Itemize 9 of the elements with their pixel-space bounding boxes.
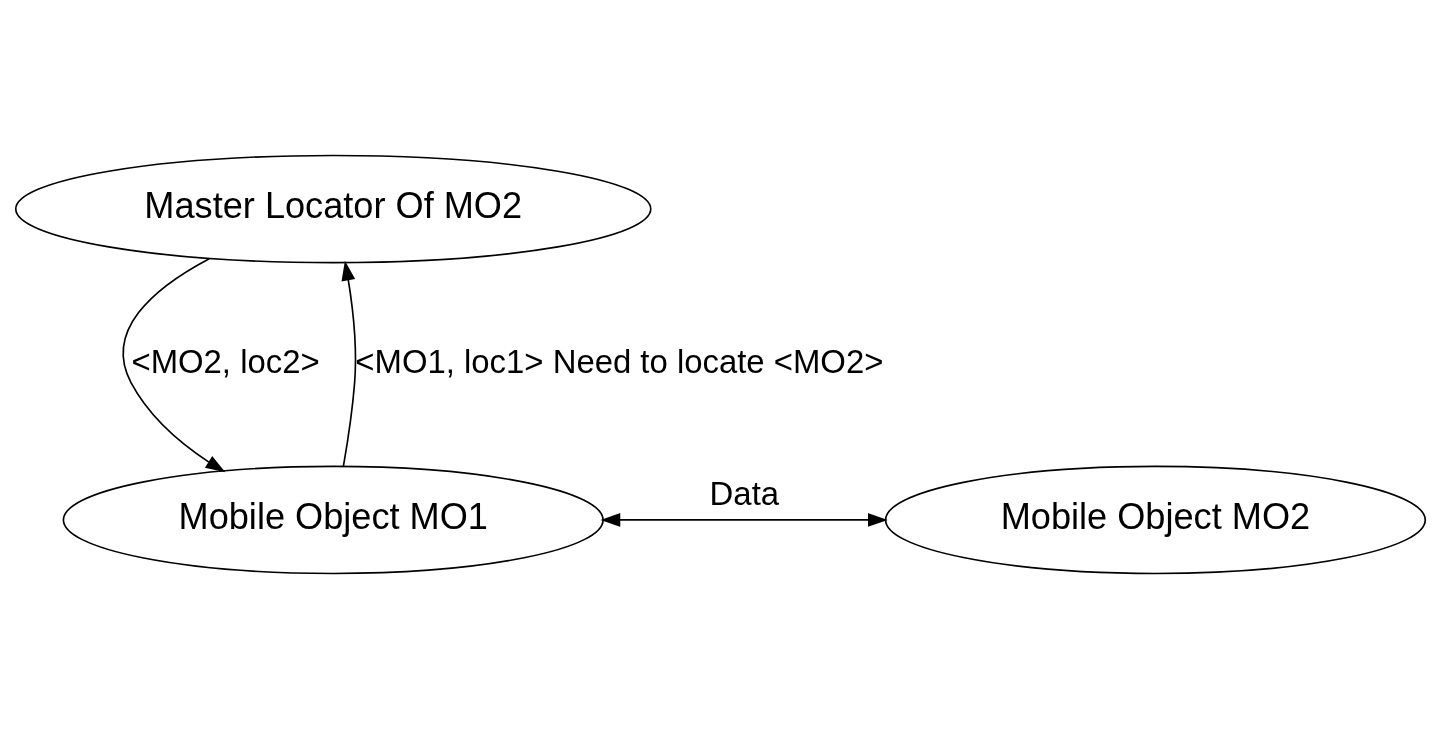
arrow [122, 257, 226, 473]
node-ellipse: Master Locator Of MO2 [14, 154, 652, 264]
node-ellipse: Mobile Object MO2 [884, 465, 1427, 575]
arrow [341, 260, 357, 468]
edge-label: <MO2, loc2> [131, 342, 320, 380]
arrow [600, 513, 888, 527]
node-ellipse: Mobile Object MO1 [62, 465, 604, 575]
edge-label: Data [709, 475, 780, 513]
edge-label: <MO1, loc1> Need to locate <MO2> [355, 342, 884, 380]
